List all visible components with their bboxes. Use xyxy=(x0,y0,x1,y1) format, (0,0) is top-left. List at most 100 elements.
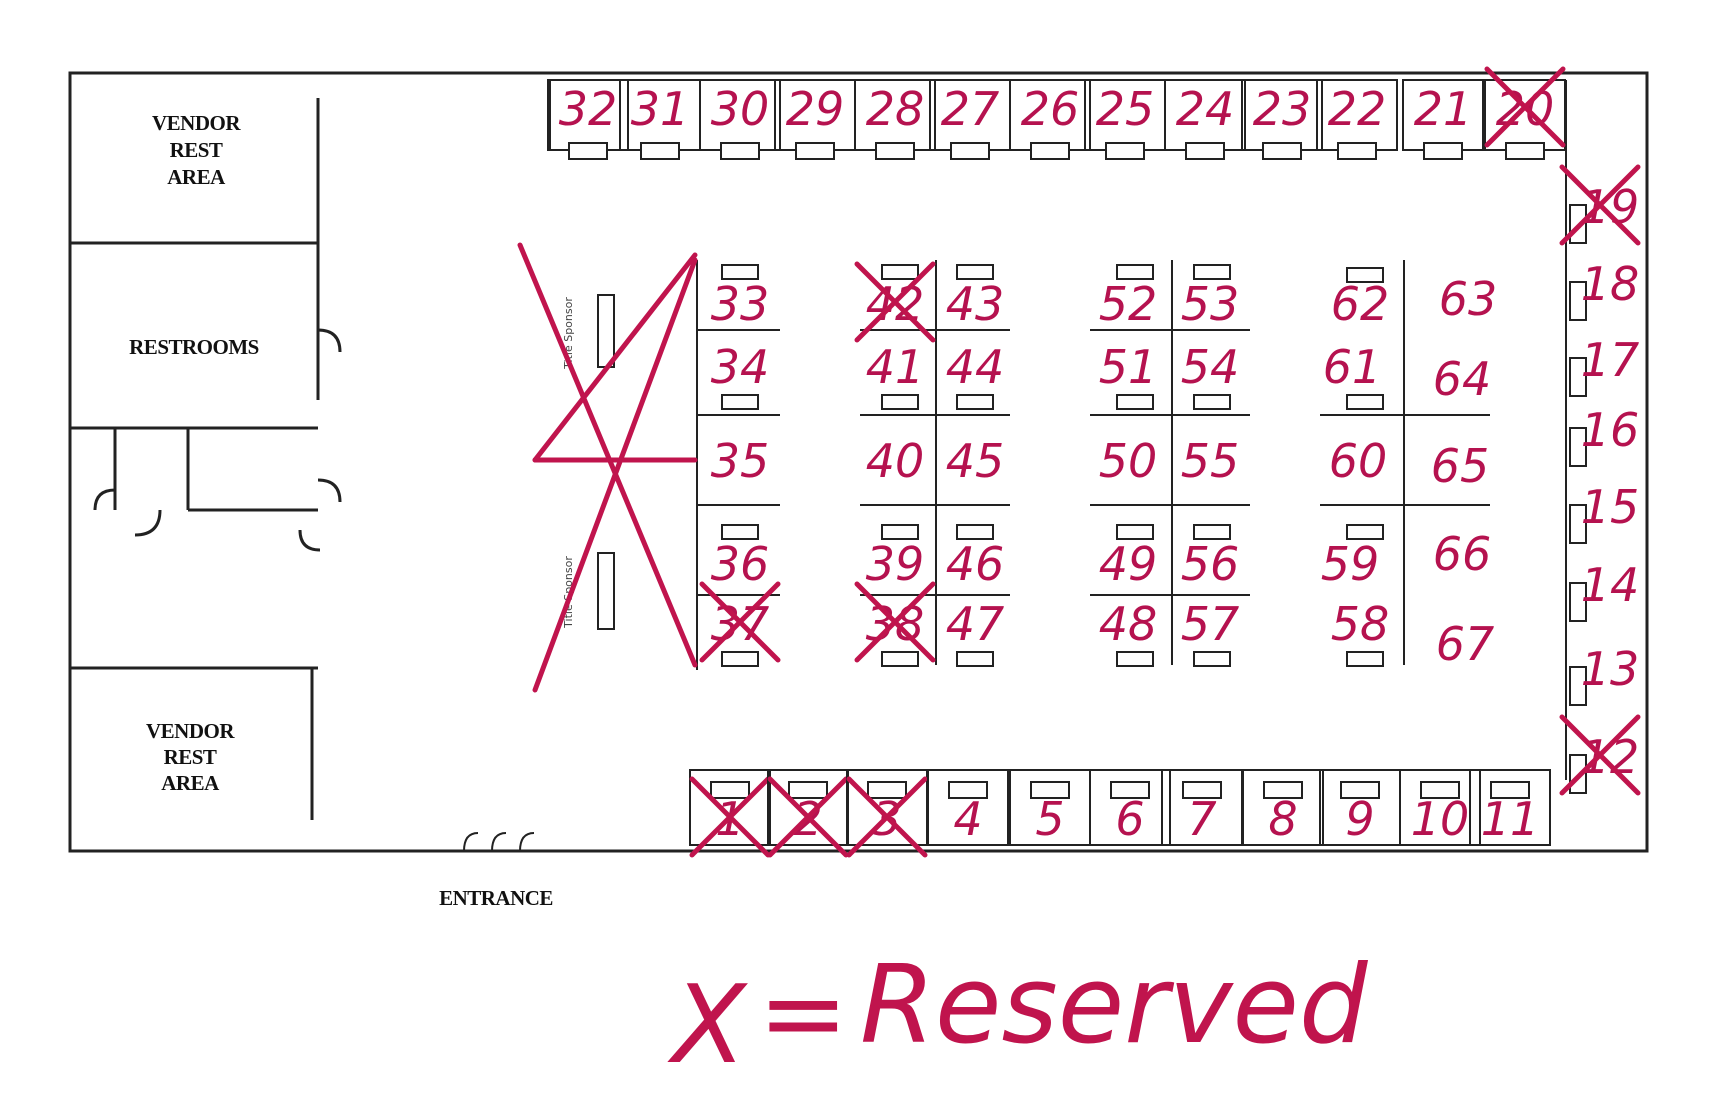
booth-41[interactable]: 41 xyxy=(866,340,925,410)
booth-49[interactable]: 49 xyxy=(1099,524,1158,591)
booth-44[interactable]: 44 xyxy=(946,340,1005,410)
booth-67[interactable]: 67 xyxy=(1436,617,1495,671)
booth-60[interactable]: 60 xyxy=(1329,434,1388,488)
booth-number: 10 xyxy=(1411,792,1470,846)
booth-56[interactable]: 56 xyxy=(1181,524,1240,591)
booth-51[interactable]: 51 xyxy=(1099,340,1158,410)
booth-6[interactable]: 6 xyxy=(1089,769,1171,846)
booth-13[interactable]: 13 xyxy=(1569,642,1639,706)
booth-62[interactable]: 62 xyxy=(1331,267,1390,331)
booth-47[interactable]: 47 xyxy=(946,597,1005,667)
booth-64[interactable]: 64 xyxy=(1433,352,1492,406)
booth-30[interactable]: 30 xyxy=(699,79,781,160)
booth-number: 56 xyxy=(1181,537,1240,591)
booth-cell xyxy=(1399,769,1481,846)
booth-table xyxy=(1569,357,1587,397)
booth-53[interactable]: 53 xyxy=(1181,264,1240,331)
booth-59[interactable]: 59 xyxy=(1321,524,1384,591)
booth-31[interactable]: 31 xyxy=(619,79,701,160)
booth-58[interactable]: 58 xyxy=(1331,597,1390,667)
booth-table xyxy=(721,264,759,280)
sponsor-table-bottom xyxy=(597,552,615,630)
booth-40[interactable]: 40 xyxy=(866,434,925,488)
booth-66[interactable]: 66 xyxy=(1433,527,1492,581)
booth-52[interactable]: 52 xyxy=(1099,264,1158,331)
reserved-x-mark xyxy=(699,581,781,663)
booth-19[interactable]: 19 xyxy=(1559,164,1641,246)
booth-12[interactable]: 12 xyxy=(1559,714,1641,796)
booth-table xyxy=(1262,142,1302,160)
booth-55[interactable]: 55 xyxy=(1181,434,1240,488)
booth-1[interactable]: 1 xyxy=(689,769,771,858)
booth-45[interactable]: 45 xyxy=(946,434,1005,488)
booth-29[interactable]: 29 xyxy=(774,79,856,160)
booth-43[interactable]: 43 xyxy=(946,264,1005,331)
booth-table xyxy=(1346,394,1384,410)
booth-table xyxy=(1193,524,1231,540)
booth-65[interactable]: 65 xyxy=(1431,439,1490,493)
booth-27[interactable]: 27 xyxy=(929,79,1011,160)
vendor-rest-bottom-line1: VENDOR xyxy=(146,719,235,743)
booth-48[interactable]: 48 xyxy=(1099,597,1158,667)
booth-38[interactable]: 38 xyxy=(854,581,936,667)
booth-63[interactable]: 63 xyxy=(1439,272,1498,326)
booth-2[interactable]: 2 xyxy=(767,769,849,858)
booth-table xyxy=(956,651,994,667)
booth-35[interactable]: 35 xyxy=(711,434,770,488)
booth-table xyxy=(1569,666,1587,706)
booth-number: 59 xyxy=(1321,537,1380,591)
booth-15[interactable]: 15 xyxy=(1569,480,1639,544)
booth-number: 45 xyxy=(946,434,1005,488)
booth-number: 64 xyxy=(1433,352,1492,406)
booth-table xyxy=(1569,582,1587,622)
booth-11[interactable]: 11 xyxy=(1469,769,1551,846)
booth-16[interactable]: 16 xyxy=(1569,403,1639,467)
booth-54[interactable]: 54 xyxy=(1181,340,1240,410)
booth-number: 7 xyxy=(1187,792,1216,846)
booth-61[interactable]: 61 xyxy=(1323,340,1384,410)
booth-24[interactable]: 24 xyxy=(1164,79,1246,160)
booth-14[interactable]: 14 xyxy=(1569,558,1640,622)
booth-number: 14 xyxy=(1581,558,1640,612)
booth-23[interactable]: 23 xyxy=(1241,79,1323,160)
booth-number: 50 xyxy=(1099,434,1158,488)
booth-22[interactable]: 22 xyxy=(1316,79,1398,160)
booth-39[interactable]: 39 xyxy=(866,524,925,591)
booth-table xyxy=(1569,427,1587,467)
booth-18[interactable]: 18 xyxy=(1569,257,1640,321)
booth-number: 40 xyxy=(866,434,925,488)
booth-8[interactable]: 8 xyxy=(1242,769,1324,846)
booth-number: 58 xyxy=(1331,597,1390,651)
booth-28[interactable]: 28 xyxy=(854,79,936,160)
reserved-x-mark xyxy=(689,776,771,858)
booth-50[interactable]: 50 xyxy=(1099,434,1158,488)
booth-33[interactable]: 33 xyxy=(711,264,770,331)
booth-number: 47 xyxy=(946,597,1005,651)
booth-17[interactable]: 17 xyxy=(1569,333,1639,397)
booth-42[interactable]: 42 xyxy=(854,261,936,343)
booth-5[interactable]: 5 xyxy=(1009,769,1091,846)
booth-20[interactable]: 20 xyxy=(1484,66,1566,160)
booth-number: 36 xyxy=(711,537,770,591)
booth-46[interactable]: 46 xyxy=(946,524,1005,591)
booth-7[interactable]: 7 xyxy=(1161,769,1243,846)
vendor-rest-area-bottom: VENDOR REST AREA xyxy=(146,719,236,795)
booth-9[interactable]: 9 xyxy=(1319,769,1401,846)
booth-32[interactable]: 32 xyxy=(547,79,629,160)
booth-26[interactable]: 26 xyxy=(1009,79,1091,160)
booth-cell xyxy=(927,769,1009,846)
booth-table xyxy=(1116,394,1154,410)
booth-57[interactable]: 57 xyxy=(1181,597,1240,667)
booth-37[interactable]: 37 xyxy=(699,581,781,667)
booth-number: 18 xyxy=(1581,257,1640,311)
booth-table xyxy=(1263,781,1303,799)
booth-21[interactable]: 21 xyxy=(1402,79,1484,160)
booth-25[interactable]: 25 xyxy=(1084,79,1166,160)
booth-4[interactable]: 4 xyxy=(927,769,1009,846)
booth-34[interactable]: 34 xyxy=(711,340,770,410)
booth-number: 57 xyxy=(1181,597,1240,651)
booth-3[interactable]: 3 xyxy=(846,769,928,858)
booth-36[interactable]: 36 xyxy=(711,524,770,591)
booth-10[interactable]: 10 xyxy=(1399,769,1481,846)
booth-number: 62 xyxy=(1331,277,1390,331)
